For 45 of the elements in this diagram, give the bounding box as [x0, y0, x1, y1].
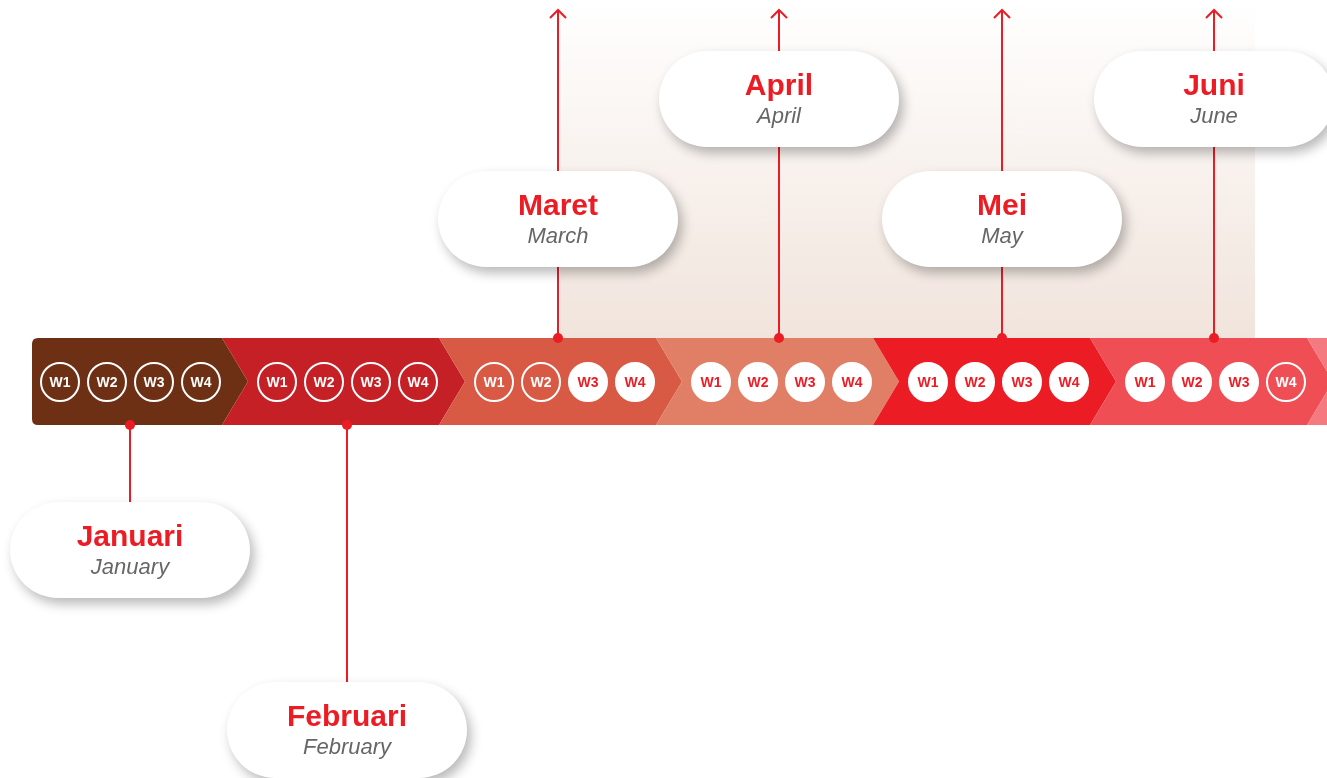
timeline-segment [222, 338, 465, 425]
week-marker: W2 [521, 361, 561, 402]
week-marker: W3 [134, 361, 174, 402]
week-marker: W4 [1266, 361, 1306, 402]
month-translation: May [981, 222, 1023, 250]
leader-line [125, 420, 135, 503]
week-marker: W3 [351, 361, 391, 402]
leader-line [553, 266, 563, 343]
month-name: Juni [1183, 68, 1245, 102]
timeline-segment [1307, 338, 1327, 425]
month-card [1094, 51, 1327, 147]
leader-line [1209, 146, 1219, 343]
month-translation: June [1190, 102, 1238, 130]
month-card [882, 171, 1122, 267]
arrow [549, 9, 567, 172]
week-marker: W2 [304, 361, 344, 402]
month-name: Januari [76, 519, 184, 553]
timeline-segment [1090, 338, 1327, 425]
week-marker: W1 [257, 361, 297, 402]
arrow [770, 9, 788, 52]
week-marker: W2 [87, 361, 127, 402]
timeline-segment [439, 338, 682, 425]
week-marker: W4 [398, 361, 438, 402]
month-name: Maret [518, 188, 598, 222]
leader-line [342, 420, 352, 683]
month-translation: April [757, 102, 801, 130]
leader-line [774, 146, 784, 343]
month-name: Mei [977, 188, 1027, 222]
month-card [438, 171, 678, 267]
month-translation: February [302, 733, 391, 761]
week-marker: W1 [40, 361, 80, 402]
month-name: April [744, 68, 814, 102]
timeline-segment [873, 338, 1116, 425]
month-card [659, 51, 899, 147]
timeline-segment [656, 338, 899, 425]
month-translation: January [90, 553, 170, 581]
month-name: Februari [287, 699, 407, 733]
month-card [10, 502, 250, 598]
month-translation: March [527, 222, 589, 250]
week-marker: W1 [474, 361, 514, 402]
week-marker: W4 [181, 361, 221, 402]
arrow [1205, 9, 1223, 52]
timeline-segment [32, 338, 248, 425]
month-card [227, 682, 467, 778]
arrow [993, 9, 1011, 172]
